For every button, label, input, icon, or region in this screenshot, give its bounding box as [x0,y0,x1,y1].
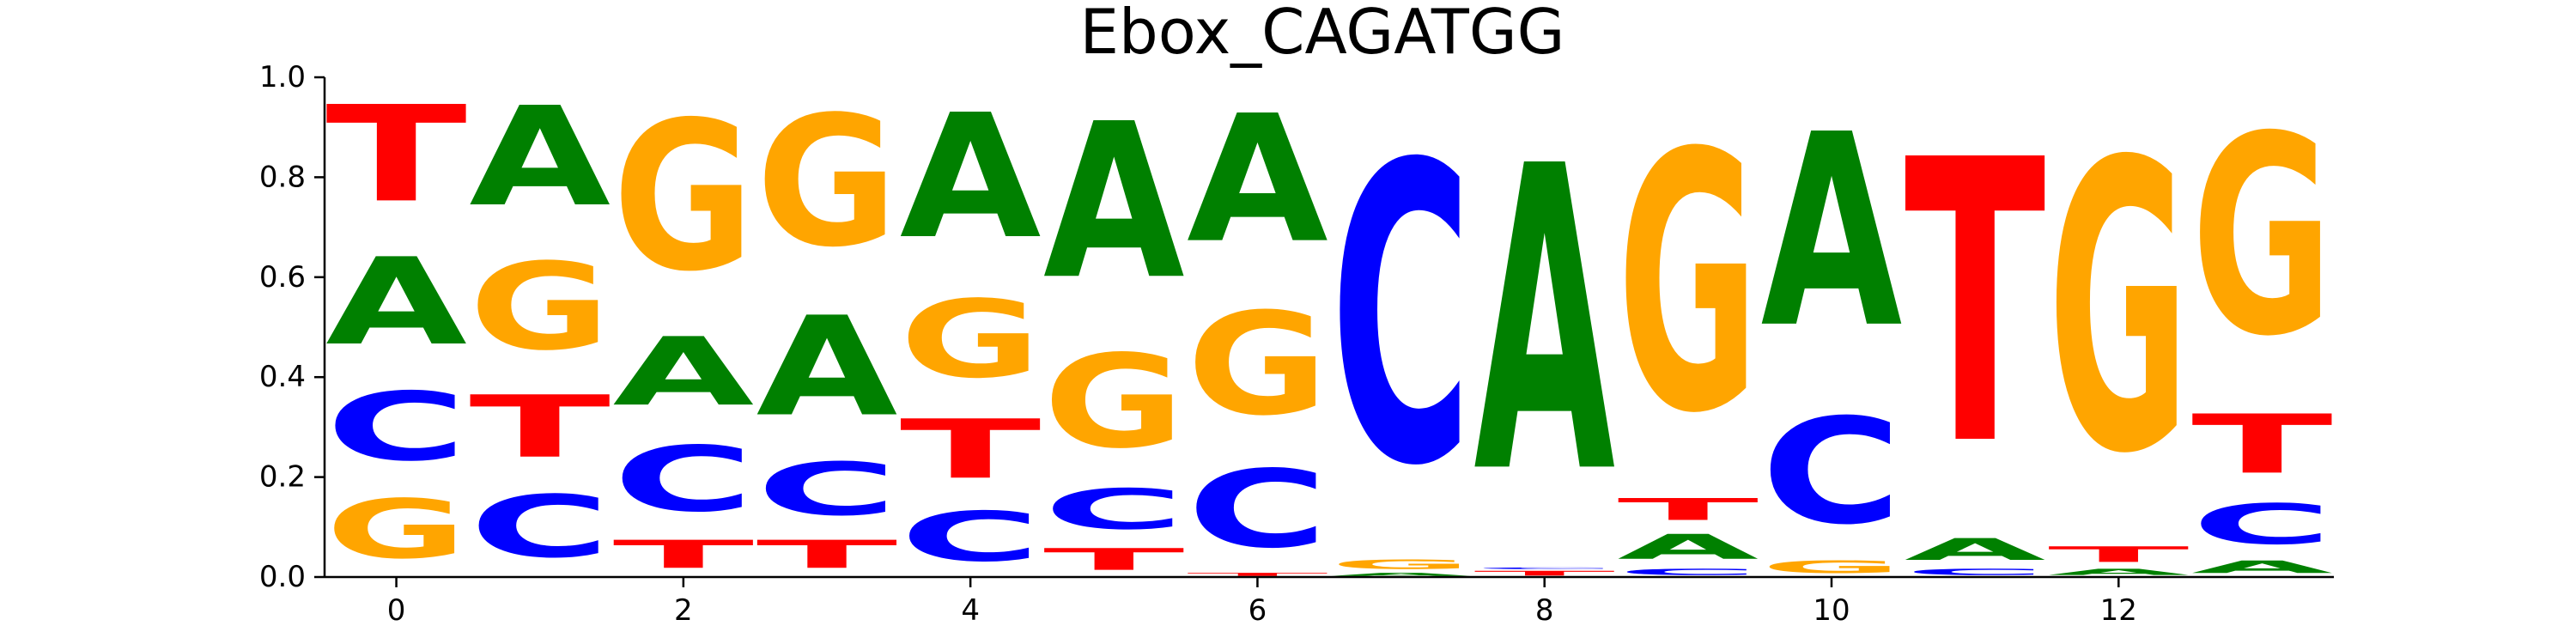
logo-letter-g: G [1187,283,1328,447]
logo-letter-a: A [1761,79,1904,387]
logo-letter-t: T [1473,569,1615,577]
logo-letter-c: C [900,497,1042,577]
logo-letter-c: C [469,477,611,577]
logo-letter-t: T [1187,572,1328,577]
logo-letter-c: C [1187,447,1328,572]
logo-letter-g: G [2191,78,2333,397]
logo-letter-a: A [2048,567,2190,577]
y-tick-label: 0.2 [259,460,306,495]
logo-letter-a: A [1330,572,1472,577]
axes: 0.0 0.2 0.4 0.6 0.8 1.0 0 2 4 6 8 10 12 [259,60,2334,628]
logo-letter-a: A [756,289,898,447]
x-tick-label: 10 [1813,593,1850,628]
logo-letter-c: C [1905,567,2046,577]
x-tick-label: 4 [961,593,980,628]
logo-letter-c: C [756,447,898,532]
logo-letter-c: C [1618,567,1759,577]
logo-letter-g: G [1043,327,1185,477]
x-tick-label: 8 [1535,593,1554,628]
logo-letter-a: A [613,318,755,427]
x-tick-label: 0 [387,593,406,628]
logo-letter-t: T [2191,398,2333,492]
logo-letter-a: A [1043,77,1185,326]
logo-letter-t: T [756,532,898,577]
logo-letter-t: T [1905,77,2047,531]
logo-letter-c: C [1330,78,1472,556]
logo-letter-g: G [756,78,898,287]
logo-letter-t: T [2048,542,2190,567]
logo-letter-g: G [1761,557,1903,577]
logo-letter-g: G [613,77,755,316]
y-tick-label: 0.8 [259,160,306,194]
logo-letter-g: G [1618,78,1759,491]
logo-letter-a: A [1618,527,1759,567]
logo-letter-g: G [325,482,467,576]
logo-letter-g: G [2048,79,2190,541]
chart-title: Ebox_CAGATGG [1080,0,1565,68]
logo-letter-a: A [1473,78,1616,566]
logo-letter-t: T [1043,542,1185,577]
logo-letter-c: C [1473,567,1615,569]
logo-letter-c: C [1761,387,1903,556]
logo-letter-t: T [900,403,1042,497]
x-tick-label: 12 [2100,593,2137,628]
x-tick-label: 6 [1249,593,1267,628]
logo-letter-a: A [1187,79,1328,283]
logo-letter-t: T [325,77,467,232]
logo-letter-a: A [325,233,467,372]
logo-letter-t: T [469,378,611,477]
logo-letter-t: T [613,532,755,577]
logo-letter-a: A [2191,557,2333,577]
letter-stacks: GCATCTGATCAGTCAGCTGATCGATCGAAGCTCACATGGC… [325,77,2333,577]
logo-letter-a: A [469,78,611,237]
logo-letter-c: C [1043,477,1185,542]
y-tick-label: 0.0 [259,560,306,594]
y-tick-label: 0.6 [259,260,306,295]
logo-letter-c: C [613,428,755,532]
logo-letter-g: G [900,278,1042,403]
y-tick-label: 0.4 [259,360,306,394]
logo-letter-c: C [325,372,467,482]
logo-letter-t: T [1618,492,1759,527]
logo-letter-a: A [1905,532,2046,567]
y-tick-label: 1.0 [259,60,306,94]
logo-letter-g: G [469,238,611,377]
logo-letter-a: A [900,78,1042,277]
logo-letter-g: G [1330,557,1472,572]
x-tick-label: 2 [674,593,693,628]
logo-letter-c: C [2191,492,2333,556]
